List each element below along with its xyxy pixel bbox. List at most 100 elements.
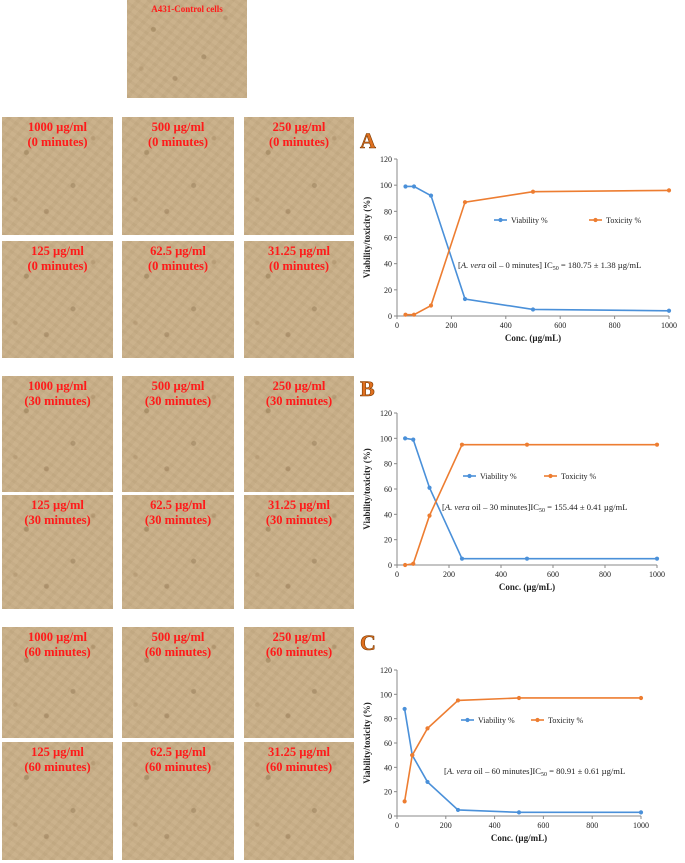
data-point-toxicity (638, 695, 644, 701)
micrograph-a-250: 250 µg/ml(0 minutes) (244, 117, 354, 235)
control-label: A431-Control cells (151, 4, 223, 14)
x-tick-label: 800 (609, 321, 621, 330)
y-tick-label: 80 (384, 715, 392, 724)
data-point-viability (455, 807, 461, 813)
data-point-viability (402, 706, 407, 712)
micrograph-c-500: 500 µg/ml(60 minutes) (122, 627, 234, 738)
x-tick-label: 1000 (661, 321, 677, 330)
x-tick-label: 200 (445, 321, 457, 330)
x-tick-label: 0 (395, 570, 399, 579)
x-tick-label: 800 (599, 570, 611, 579)
x-tick-label: 1000 (649, 570, 665, 579)
data-point-viability (459, 556, 465, 561)
y-tick-label: 100 (380, 690, 392, 699)
y-tick-label: 20 (384, 286, 392, 295)
y-tick-label: 120 (380, 155, 392, 164)
legend-swatch-marker (535, 717, 540, 723)
x-tick-label: 0 (395, 321, 399, 330)
data-point-toxicity (425, 726, 430, 731)
series-line-viability (405, 185, 670, 312)
x-tick-label: 400 (500, 321, 512, 330)
x-axis-label: Conc. (µg/mL) (499, 582, 555, 592)
micrograph-b-31-25: 31.25 µg/ml(30 minutes) (244, 495, 354, 609)
ic50-annotation: [A. vera oil – 30 minutes]IC50 = 155.44 … (442, 502, 628, 514)
x-axis-label: Conc. (µg/mL) (505, 333, 561, 343)
y-tick-label: 0 (388, 812, 392, 821)
data-point-viability (411, 184, 417, 189)
y-tick-label: 0 (388, 312, 392, 321)
data-point-viability (403, 436, 408, 441)
y-tick-label: 80 (384, 460, 392, 469)
micrograph-c-125: 125 µg/ml(60 minutes) (2, 742, 113, 860)
data-point-toxicity (403, 312, 408, 317)
micrograph-a-500: 500 µg/ml(0 minutes) (122, 117, 234, 235)
y-tick-label: 120 (380, 409, 392, 418)
x-tick-label: 400 (495, 570, 507, 579)
data-point-toxicity (428, 303, 434, 308)
y-axis-label: Viability/toxicity (%) (362, 448, 372, 529)
data-point-toxicity (411, 561, 416, 566)
data-point-toxicity (666, 188, 672, 193)
legend-label-viability: Viability % (480, 472, 517, 481)
x-tick-label: 600 (554, 321, 566, 330)
series-line-toxicity (405, 189, 670, 316)
legend-label-viability: Viability % (511, 216, 548, 225)
x-tick-label: 600 (547, 570, 559, 579)
x-tick-label: 200 (443, 570, 455, 579)
y-tick-label: 20 (384, 536, 392, 545)
legend-swatch-marker (548, 473, 553, 479)
x-axis-label: Conc. (µg/mL) (491, 833, 547, 843)
micrograph-c-62-5: 62.5 µg/ml(60 minutes) (122, 742, 234, 860)
y-tick-label: 0 (388, 561, 392, 570)
data-point-toxicity (455, 698, 461, 703)
y-tick-label: 80 (384, 207, 392, 216)
data-point-toxicity (530, 189, 536, 194)
micrograph-b-62-5: 62.5 µg/ml(30 minutes) (122, 495, 234, 609)
y-tick-label: 120 (380, 666, 392, 675)
x-tick-label: 400 (489, 821, 501, 830)
data-point-toxicity (524, 442, 530, 447)
data-point-viability (428, 193, 434, 198)
x-tick-label: 800 (586, 821, 598, 830)
data-point-viability (638, 810, 644, 815)
x-tick-label: 0 (395, 821, 399, 830)
y-tick-label: 40 (384, 260, 392, 269)
micrograph-c-31-25: 31.25 µg/ml(60 minutes) (244, 742, 354, 860)
data-point-viability (411, 437, 416, 442)
y-tick-label: 60 (384, 739, 392, 748)
ic50-annotation: [A. vera oil – 60 minutes]IC50 = 80.91 ±… (444, 766, 625, 778)
y-tick-label: 40 (384, 510, 392, 519)
data-point-toxicity (654, 442, 660, 447)
legend-label-toxicity: Toxicity % (548, 716, 584, 725)
y-axis-label: Viability/toxicity (%) (362, 702, 372, 783)
micrograph-c-250: 250 µg/ml(60 minutes) (244, 627, 354, 738)
y-tick-label: 100 (380, 434, 392, 443)
data-point-viability (524, 556, 530, 561)
data-point-viability (666, 308, 672, 313)
x-tick-label: 200 (440, 821, 452, 830)
y-tick-label: 20 (384, 788, 392, 797)
data-point-viability (425, 779, 430, 785)
data-point-viability (462, 296, 468, 302)
micrograph-b-250: 250 µg/ml(30 minutes) (244, 376, 354, 492)
micrograph-b-1000: 1000 µg/ml(30 minutes) (2, 376, 113, 492)
x-tick-label: 600 (537, 821, 549, 830)
legend-swatch-marker (467, 473, 472, 479)
data-point-toxicity (516, 695, 522, 701)
micrograph-b-125: 125 µg/ml(30 minutes) (2, 495, 113, 609)
data-point-viability (403, 184, 408, 189)
y-tick-label: 60 (384, 485, 392, 494)
micrograph-a-1000: 1000 µg/ml(0 minutes) (2, 117, 113, 235)
data-point-toxicity (410, 753, 415, 758)
legend-swatch-marker (465, 717, 470, 723)
series-line-viability (405, 437, 657, 560)
legend-label-toxicity: Toxicity % (606, 216, 642, 225)
ic50-annotation: [A. vera oil – 0 minutes] IC50 = 180.75 … (458, 260, 641, 272)
y-axis-label: Viability/toxicity (%) (362, 197, 372, 278)
micrograph-a-31-25: 31.25 µg/ml(0 minutes) (244, 241, 354, 358)
legend-label-viability: Viability % (478, 716, 515, 725)
data-point-viability (654, 556, 660, 561)
